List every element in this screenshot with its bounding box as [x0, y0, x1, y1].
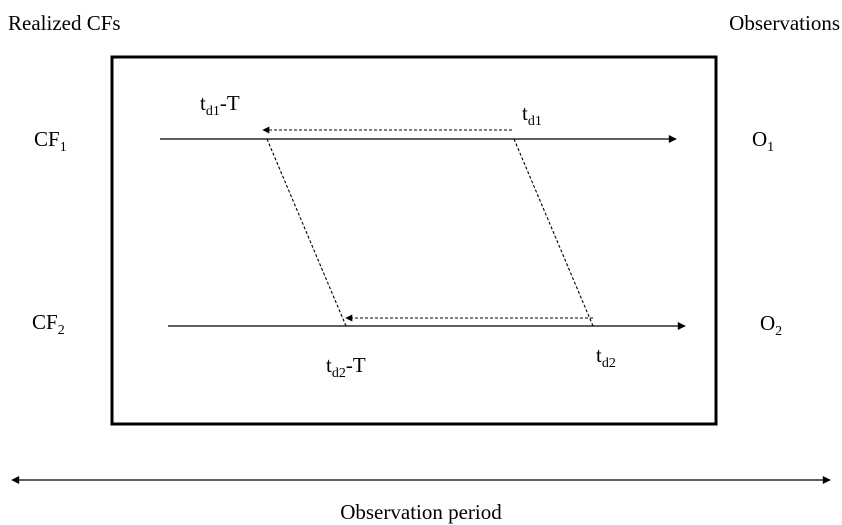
- cf2-label: CF2: [32, 310, 65, 338]
- t-d1-label: td1: [522, 101, 542, 129]
- t-d1-minus-t-connector: [266, 138, 347, 327]
- header-observations: Observations: [729, 11, 840, 35]
- t-d1-connector: [513, 138, 594, 327]
- o1-label: O1: [752, 127, 774, 155]
- o2-label: O2: [760, 311, 782, 339]
- cf1-label: CF1: [34, 127, 67, 155]
- t-d2-minus-t-label: td2-T: [326, 353, 366, 381]
- t-d2-label: td2: [596, 343, 616, 371]
- observation-period-label: Observation period: [340, 500, 502, 524]
- observation-window-box: [110, 55, 718, 426]
- t-d1-minus-t-label: td1-T: [200, 91, 240, 119]
- header-realized-cfs: Realized CFs: [8, 11, 121, 35]
